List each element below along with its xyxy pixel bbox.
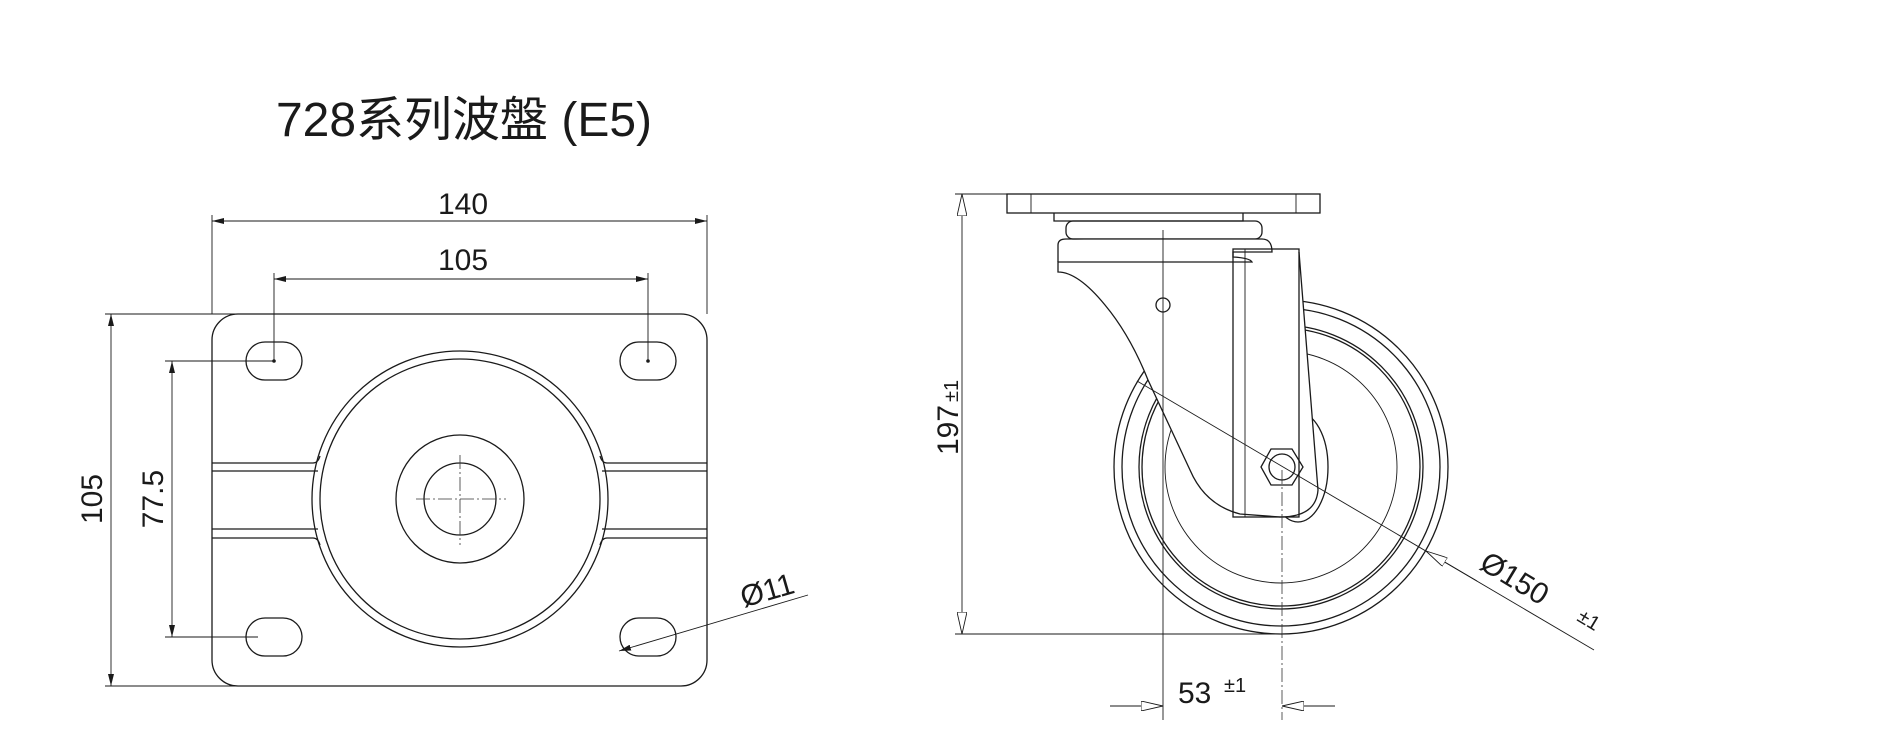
overall-height-tol: ±1	[941, 380, 963, 402]
hub	[395, 434, 525, 564]
wheel-diameter-leader	[1136, 380, 1595, 651]
swivel-race	[1065, 220, 1263, 240]
side-view: 197 ±1 53 ±1 Ø150 ±1	[932, 193, 1604, 720]
center-mark	[416, 455, 506, 545]
fork-bracket	[1057, 238, 1319, 518]
width-dim: 140	[438, 188, 488, 221]
hole-diameter-dim: Ø11	[737, 567, 798, 614]
fork-leg	[1232, 248, 1300, 518]
wheel-diameter-tol: ±1	[1573, 605, 1603, 635]
boss-outer	[311, 350, 609, 648]
hole-spacing-x-dim: 105	[438, 244, 488, 277]
boss-inner	[319, 358, 601, 640]
hole-spacing-y-dim: 77.5	[137, 470, 170, 528]
mounting-plate	[1006, 193, 1321, 214]
plate-ribs	[212, 455, 707, 546]
offset-dim: 53	[1178, 677, 1211, 710]
plate-outline	[211, 313, 708, 687]
axle-nut-icon	[1260, 448, 1304, 486]
overall-height-dim: 197	[932, 405, 965, 455]
offset-tol: ±1	[1224, 675, 1246, 697]
hole-diameter-leader	[618, 594, 809, 652]
drawing-title: 728系列波盤 (E5)	[276, 94, 652, 147]
height-dim: 105	[76, 474, 109, 524]
wheel-diameter-dim: Ø150	[1474, 546, 1554, 612]
top-plate-view: 140 105 105 77.5 Ø11	[76, 188, 809, 687]
